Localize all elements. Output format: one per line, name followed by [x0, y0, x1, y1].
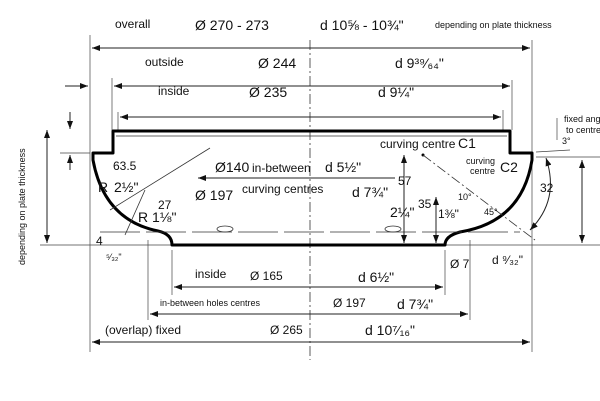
- centres-mm: Ø 197: [195, 187, 233, 203]
- inside-bottom-label: inside: [195, 267, 227, 281]
- foot-inch: ⁵⁄₃₂": [106, 252, 122, 262]
- overlap-mm: Ø 265: [270, 323, 303, 337]
- height-inch: 2¼": [390, 204, 414, 220]
- radius-small-mm: 27: [158, 198, 172, 212]
- outside-label: outside: [145, 55, 184, 69]
- plate-profile: [91, 129, 534, 247]
- c2-name: C2: [500, 159, 518, 175]
- overall-label: overall: [115, 17, 150, 31]
- inside-top-mm: Ø 235: [249, 84, 287, 100]
- angle-10: 10°: [458, 192, 472, 202]
- fixed-angle-value: 3°: [562, 136, 571, 146]
- outside-mm: Ø 244: [258, 55, 296, 71]
- hole-right: [384, 225, 402, 233]
- inside-bottom-inch: d 6½": [358, 269, 394, 285]
- fixed-angle-line2: to centre: [566, 125, 600, 135]
- c1-axis: [422, 154, 536, 241]
- centres-label: curving centres: [242, 182, 323, 196]
- outside-inch: d 9³⁹⁄₆₄": [395, 55, 444, 71]
- radius-inch: 2½": [114, 179, 138, 195]
- holes-label: in-between holes centres: [160, 298, 261, 308]
- fixed-angle-line1: fixed angle: [564, 114, 600, 124]
- radius-small-inch: R 1⅛": [138, 209, 176, 225]
- hole-inch: d ⁹⁄₃₂": [492, 253, 523, 267]
- height-35: 35: [418, 197, 432, 211]
- between-label: in-between: [252, 161, 311, 175]
- angle-45: 45°: [484, 207, 498, 217]
- radius-small-leader: [124, 189, 146, 236]
- height-57: 57: [398, 174, 412, 188]
- overall-mm: Ø 270 - 273: [195, 17, 269, 33]
- inside-top-label: inside: [158, 84, 190, 98]
- radius-label: R: [98, 179, 108, 195]
- angle-32-arc: [529, 157, 552, 231]
- height-35-inch: 1⅜": [438, 207, 459, 221]
- foot-mm: 4: [96, 234, 103, 248]
- radius-mm: 63.5: [113, 159, 137, 173]
- radius-leader: [109, 147, 211, 211]
- c2-label-1: curving: [466, 156, 495, 166]
- inside-bottom-mm: Ø 165: [250, 269, 283, 283]
- c2-label-2: centre: [470, 166, 495, 176]
- height-32: 32: [540, 181, 554, 195]
- overlap-label: (overlap) fixed: [105, 323, 181, 337]
- c1-label: curving centre: [380, 137, 456, 151]
- between-mm: Ø140: [215, 159, 249, 175]
- holes-mm: Ø 197: [333, 296, 366, 310]
- between-inch: d 5½": [325, 159, 361, 175]
- overall-inch: d 10⅝ - 10¾": [320, 17, 404, 33]
- overlap-inch: d 10⁷⁄₁₆": [365, 322, 415, 338]
- holes-inch: d 7¾": [397, 296, 433, 312]
- hole-left: [216, 225, 234, 233]
- inside-top-inch: d 9¼": [378, 84, 414, 100]
- hole-mm: Ø 7: [450, 257, 470, 271]
- overall-note: depending on plate thickness: [435, 20, 552, 30]
- centres-inch: d 7¾": [352, 184, 388, 200]
- c1-name: C1: [458, 135, 476, 151]
- side-note: depending on plate thickness: [17, 148, 27, 265]
